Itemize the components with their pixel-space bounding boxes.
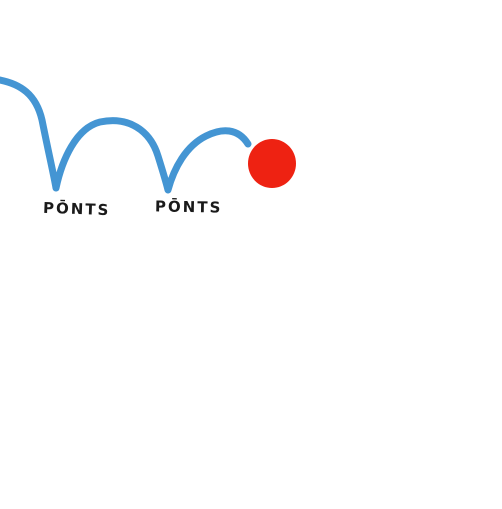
bounce-label-first: PŌNTS (42, 198, 111, 220)
red-ball-icon (248, 139, 296, 188)
bounce-trail-path (0, 76, 252, 194)
bounce-label-second: PŌNTS (154, 197, 223, 217)
